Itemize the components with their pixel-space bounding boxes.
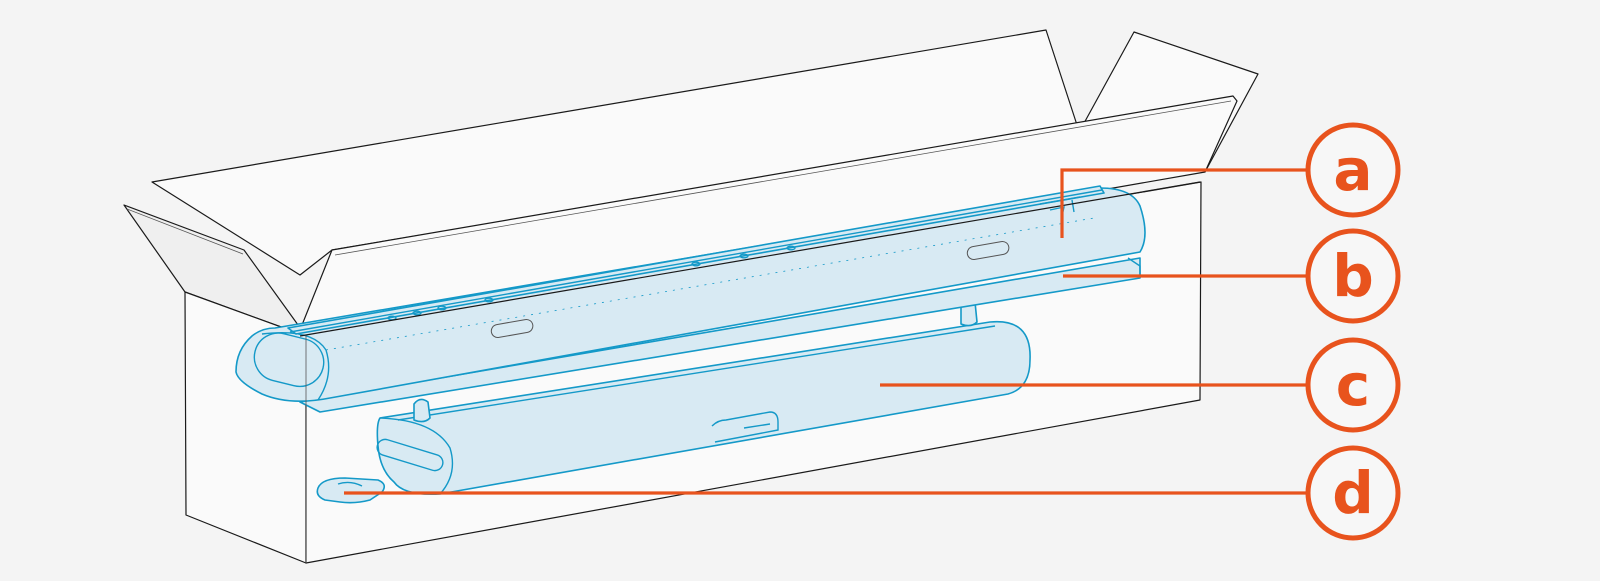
lower-speaker-c	[376, 298, 1031, 496]
mounting-bracket-b	[299, 257, 1141, 413]
callout-label-a: a	[1333, 136, 1372, 204]
callout-a: a	[1060, 122, 1401, 238]
accessory-piece-d	[316, 477, 386, 504]
callout-c: c	[880, 337, 1401, 433]
top-soundbar-a	[235, 181, 1201, 402]
box-back-flaps	[151, 29, 1259, 331]
callout-b: b	[1063, 228, 1401, 324]
callout-label-c: c	[1336, 351, 1370, 419]
callout-label-b: b	[1332, 242, 1374, 310]
callout-d: d	[344, 445, 1401, 541]
callout-label-d: d	[1332, 459, 1374, 527]
